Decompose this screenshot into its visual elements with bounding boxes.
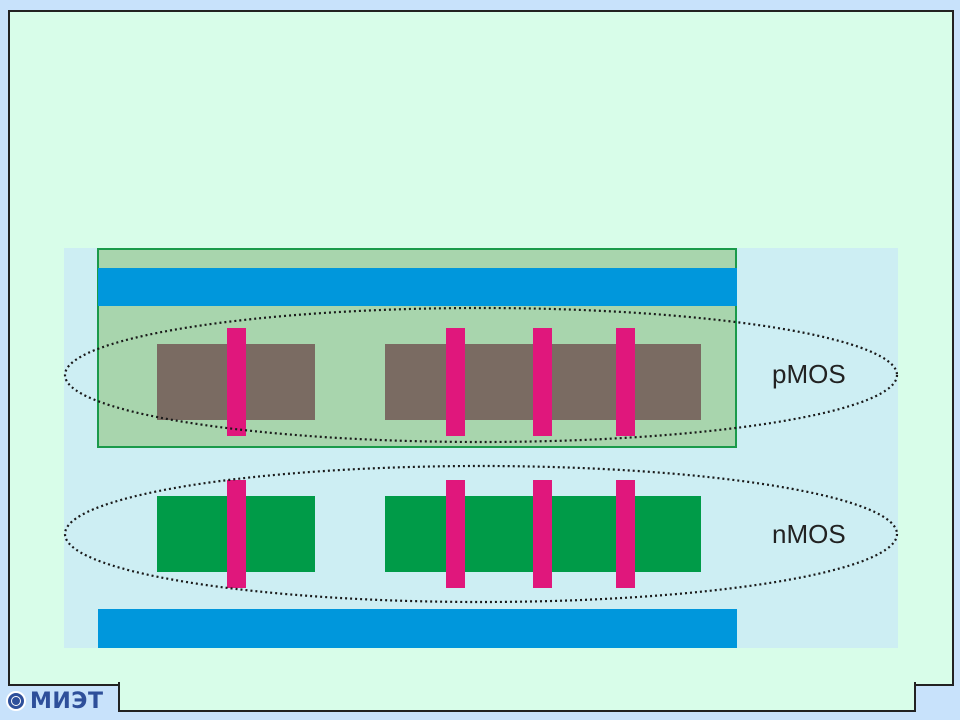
miet-logo-icon bbox=[6, 691, 26, 711]
poly-gate-p-4 bbox=[616, 328, 635, 436]
poly-gate-n-4 bbox=[616, 480, 635, 588]
miet-logo: МИЭТ bbox=[6, 688, 103, 714]
footer-strip bbox=[118, 682, 916, 712]
pmos-group-outline bbox=[63, 306, 899, 444]
poly-gate-n-3 bbox=[533, 480, 552, 588]
vdd-power-rail bbox=[98, 268, 737, 306]
pmos-label: pMOS bbox=[772, 359, 846, 389]
poly-gate-p-2 bbox=[446, 328, 465, 436]
gnd-power-rail bbox=[98, 609, 737, 648]
poly-gate-p-3 bbox=[533, 328, 552, 436]
nmos-label: nMOS bbox=[772, 519, 846, 549]
poly-gate-p-1 bbox=[227, 328, 246, 436]
poly-gate-n-2 bbox=[446, 480, 465, 588]
logo-text: МИЭТ bbox=[30, 688, 104, 714]
nmos-group-outline bbox=[63, 464, 899, 604]
poly-gate-n-1 bbox=[227, 480, 246, 588]
